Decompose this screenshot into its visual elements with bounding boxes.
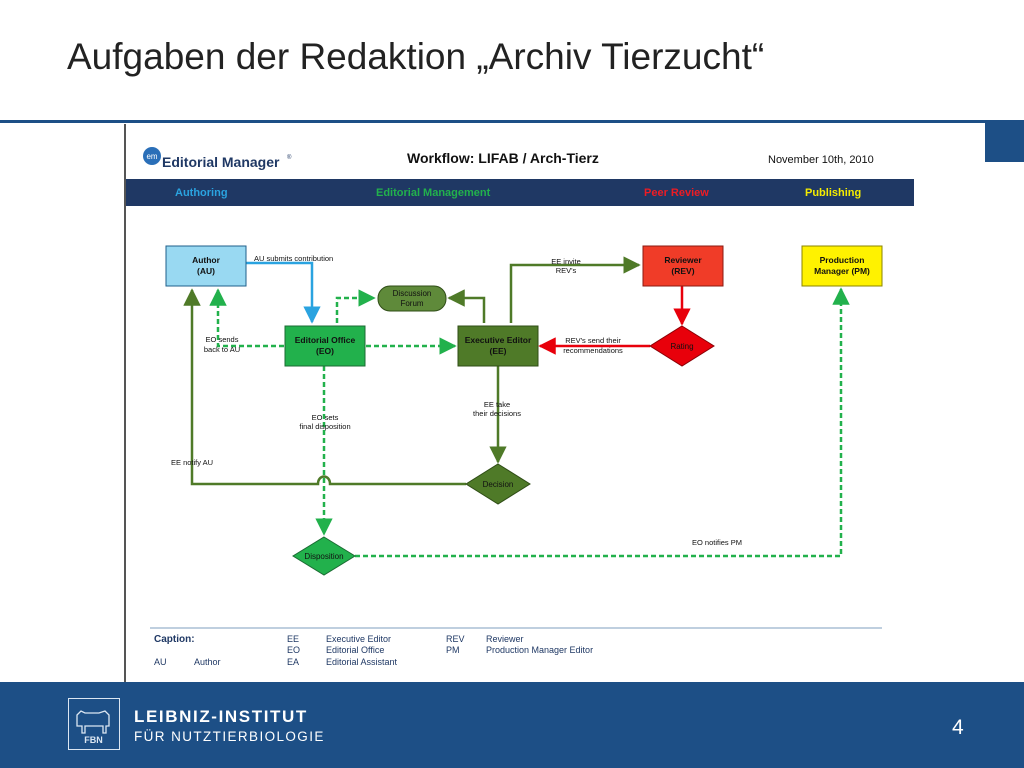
node-reviewer-code: (REV) bbox=[671, 266, 694, 276]
caption-meaning-rev: Reviewer bbox=[486, 634, 524, 644]
node-executive-editor: Executive Editor (EE) bbox=[457, 325, 539, 367]
node-rating-label: Rating bbox=[670, 342, 693, 351]
edge-label-ee-notify-au: EE notify AU bbox=[171, 458, 213, 467]
em-logo-badge-text: em bbox=[146, 152, 157, 161]
fbn-logo-text: FBN bbox=[84, 735, 103, 745]
node-rating: Rating bbox=[649, 325, 715, 367]
node-discussion-forum-label: Discussion bbox=[393, 289, 432, 298]
edge-eo-notifies-pm bbox=[355, 287, 850, 558]
corner-block bbox=[985, 123, 1024, 162]
caption-code-ea: EA bbox=[287, 657, 299, 667]
edge-ee-to-forum bbox=[447, 289, 486, 323]
edge-label-rev-send-2: recommendations bbox=[563, 346, 623, 355]
workflow-diagram: em Editorial Manager ® Workflow: LIFAB /… bbox=[126, 147, 914, 667]
edge-ee-notify-au bbox=[183, 288, 466, 486]
caption-meaning-ee: Executive Editor bbox=[326, 634, 391, 644]
app-name: Editorial Manager bbox=[162, 154, 280, 170]
caption-meaning-pm: Production Manager Editor bbox=[486, 645, 593, 655]
institute-name-line1: LEIBNIZ-INSTITUT bbox=[134, 707, 308, 726]
footer-bar bbox=[0, 682, 1024, 768]
caption-code-rev: REV bbox=[446, 634, 465, 644]
em-logo: em Editorial Manager ® bbox=[143, 147, 292, 170]
caption-code-au: AU bbox=[154, 657, 167, 667]
node-decision-label: Decision bbox=[483, 480, 514, 489]
edge-eo-to-forum bbox=[335, 289, 376, 323]
edge-label-eo-notifies-pm: EO notifies PM bbox=[692, 538, 742, 547]
edge-label-eo-sends-back: EO sends bbox=[206, 335, 239, 344]
node-reviewer: Reviewer (REV) bbox=[642, 245, 724, 287]
edge-label-ee-invite: EE invite bbox=[551, 257, 581, 266]
workflow-figure: em Editorial Manager ® Workflow: LIFAB /… bbox=[126, 124, 916, 682]
caption-code-eo: EO bbox=[287, 645, 300, 655]
node-production-manager-code: Manager (PM) bbox=[814, 266, 870, 276]
caption-code-pm: PM bbox=[446, 645, 460, 655]
edge-label-eo-sends-back-2: back to AU bbox=[204, 345, 240, 354]
phase-editorial-management: Editorial Management bbox=[376, 187, 491, 199]
phase-authoring: Authoring bbox=[175, 187, 228, 199]
fbn-cow-icon: FBN bbox=[76, 710, 110, 745]
caption-code-ee: EE bbox=[287, 634, 299, 644]
phase-publishing: Publishing bbox=[805, 187, 861, 199]
phase-peer-review: Peer Review bbox=[644, 187, 709, 199]
node-author: Author (AU) bbox=[165, 245, 247, 287]
edge-label-ee-take: EE take bbox=[484, 400, 510, 409]
edge-label-rev-send: REV's send their bbox=[565, 336, 621, 345]
app-trademark: ® bbox=[287, 154, 292, 161]
page-number: 4 bbox=[952, 716, 964, 739]
title-rule bbox=[0, 120, 1024, 123]
node-editorial-office: Editorial Office (EO) bbox=[284, 325, 366, 367]
workflow-title: Workflow: LIFAB / Arch-Tierz bbox=[407, 150, 599, 166]
node-discussion-forum: Discussion Forum bbox=[377, 285, 447, 312]
slide-title: Aufgaben der Redaktion „Archiv Tierzucht… bbox=[67, 36, 765, 77]
caption-meaning-au: Author bbox=[194, 657, 221, 667]
node-disposition-label: Disposition bbox=[304, 552, 343, 561]
edge-eo-sends-back bbox=[209, 288, 284, 348]
caption-label: Caption: bbox=[154, 634, 195, 645]
caption-meaning-eo: Editorial Office bbox=[326, 645, 384, 655]
workflow-date: November 10th, 2010 bbox=[768, 154, 874, 166]
node-editorial-office-code: (EO) bbox=[316, 346, 334, 356]
edge-au-submits bbox=[246, 261, 321, 324]
node-reviewer-label: Reviewer bbox=[664, 255, 702, 265]
em-logo-badge bbox=[143, 147, 161, 165]
fbn-logo: FBN bbox=[68, 698, 120, 750]
node-production-manager-label: Production bbox=[820, 255, 865, 265]
edge-label-ee-invite-2: REV's bbox=[556, 266, 577, 275]
node-production-manager: Production Manager (PM) bbox=[801, 245, 883, 287]
node-editorial-office-label: Editorial Office bbox=[295, 335, 356, 345]
node-executive-editor-label: Executive Editor bbox=[465, 335, 532, 345]
phase-bar bbox=[126, 179, 914, 206]
node-author-code: (AU) bbox=[197, 266, 215, 276]
node-decision: Decision bbox=[465, 463, 531, 505]
edge-label-au-submits: AU submits contribution bbox=[254, 254, 333, 263]
node-disposition: Disposition bbox=[292, 536, 356, 576]
edge-ee-invite-rev bbox=[509, 256, 641, 323]
node-executive-editor-code: (EE) bbox=[490, 346, 507, 356]
node-author-label: Author bbox=[192, 255, 221, 265]
edge-label-eo-sets: EO sets bbox=[312, 413, 339, 422]
institute-name-line2: FÜR NUTZTIERBIOLOGIE bbox=[134, 729, 325, 744]
figure-left-border bbox=[124, 124, 126, 682]
edge-label-ee-take-2: their decisions bbox=[473, 409, 521, 418]
node-discussion-forum-label-2: Forum bbox=[400, 299, 423, 308]
caption-meaning-ea: Editorial Assistant bbox=[326, 657, 398, 667]
edge-label-eo-sets-2: final disposition bbox=[299, 422, 350, 431]
